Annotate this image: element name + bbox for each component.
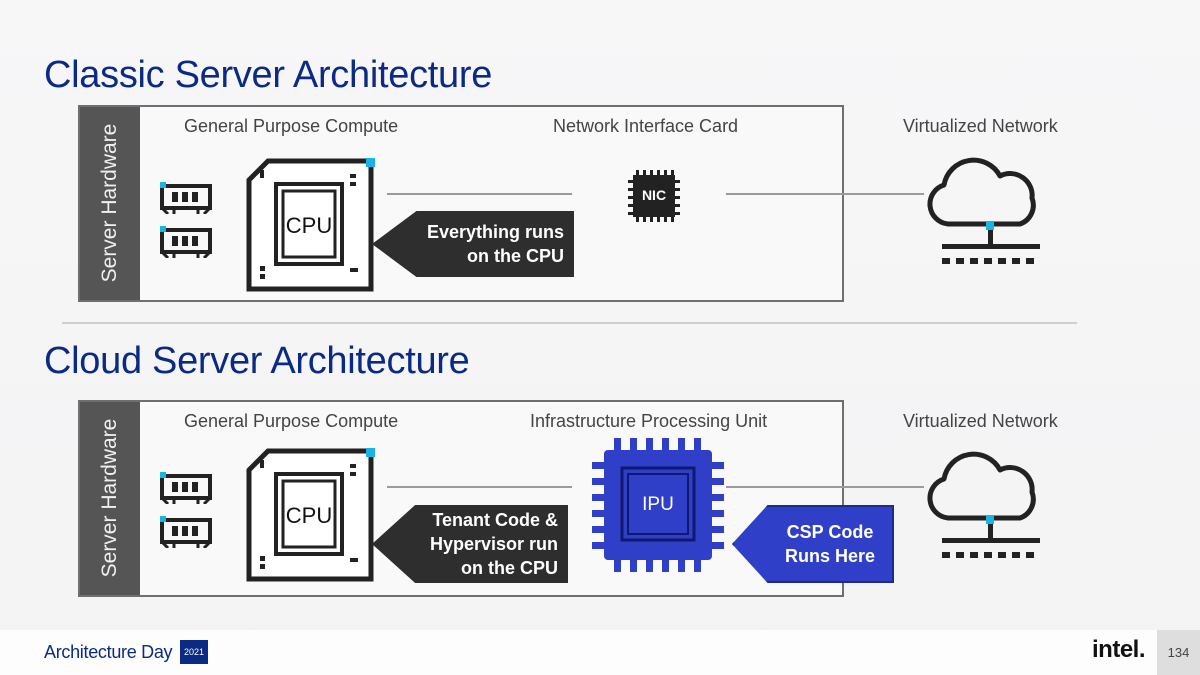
classic-compute-label: General Purpose Compute — [184, 116, 399, 136]
cloud-server-hardware-bar: Server Hardware — [80, 402, 140, 595]
cloud-cpu-callout-line3: on the CPU — [461, 558, 558, 578]
classic-cpu-icon: CPU — [246, 158, 376, 297]
cloud-ipu-callout: CSP Code Runs Here — [732, 505, 894, 583]
cloud-memory-icon-1 — [160, 470, 212, 509]
cloud-cpu-icon: CPU — [246, 448, 376, 587]
cloud-ipu-icon: IPU — [592, 438, 724, 577]
cloud-cpu-text: CPU — [285, 503, 333, 528]
cloud-ipu-label: Infrastructure Processing Unit — [530, 411, 768, 431]
classic-callout-line1: Everything runs — [426, 222, 564, 242]
cloud-memory-icon-2 — [160, 514, 212, 553]
classic-nic-text: NIC — [641, 187, 667, 203]
cloud-title: Cloud Server Architecture — [44, 340, 470, 382]
classic-cpu-text: CPU — [285, 213, 333, 238]
classic-cloud-icon — [926, 148, 1042, 277]
classic-server-hardware-label: Server Hardware — [98, 123, 121, 283]
classic-callout-line2: on the CPU — [467, 246, 564, 266]
cloud-ipu-text: IPU — [642, 494, 674, 515]
cloud-cpu-callout: Tenant Code & Hypervisor run on the CPU — [372, 505, 568, 583]
footer: Architecture Day 2021 intel. 134 — [0, 630, 1200, 675]
cloud-cpu-ipu-connector — [387, 486, 572, 488]
intel-logo: intel. — [1092, 636, 1146, 663]
classic-memory-icon-1 — [160, 180, 212, 219]
footer-year-badge: 2021 — [180, 640, 208, 664]
footer-event-name: Architecture Day — [44, 642, 173, 662]
cloud-compute-label: General Purpose Compute — [184, 411, 399, 431]
classic-server-hardware-bar: Server Hardware — [80, 107, 140, 300]
cloud-ipu-callout-line1: CSP Code — [786, 522, 874, 542]
section-divider — [62, 322, 1077, 324]
cloud-network-label: Virtualized Network — [903, 411, 1058, 431]
classic-cpu-nic-connector — [387, 193, 572, 195]
cloud-server-hardware-label: Server Hardware — [98, 418, 121, 578]
classic-nic-icon: NIC — [628, 170, 680, 227]
cloud-ipu-callout-line2: Runs Here — [784, 546, 876, 566]
cloud-cpu-callout-line1: Tenant Code & — [432, 510, 558, 530]
classic-nic-network-connector — [726, 193, 924, 195]
classic-cpu-callout: Everything runs on the CPU — [372, 211, 574, 277]
cloud-cpu-callout-line2: Hypervisor run — [429, 534, 558, 554]
cloud-cloud-icon — [926, 442, 1042, 571]
classic-title: Classic Server Architecture — [44, 54, 493, 96]
cloud-ipu-network-connector — [726, 486, 924, 488]
classic-network-label: Virtualized Network — [903, 116, 1058, 136]
classic-nic-label: Network Interface Card — [553, 116, 739, 136]
classic-memory-icon-2 — [160, 224, 212, 263]
slide-number: 134 — [1157, 630, 1200, 675]
